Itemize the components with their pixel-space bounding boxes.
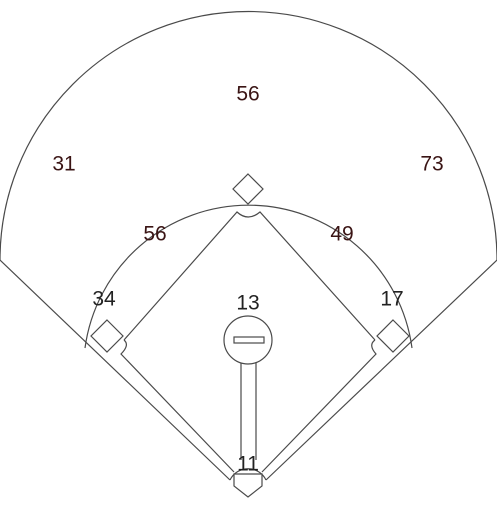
mound-to-home-path: [240, 363, 257, 460]
right-foul-line: [265, 259, 497, 481]
catcher-label: 11: [237, 453, 259, 476]
left-field-label: 31: [52, 153, 75, 176]
home-plate-circle: [229, 468, 267, 481]
second-base-label: 49: [330, 223, 353, 246]
second-base: [232, 173, 264, 205]
pitchers-rubber: [233, 336, 265, 344]
baseline-home-to-third: [120, 339, 235, 473]
pitcher-label: 13: [236, 292, 259, 315]
first-base-label: 17: [380, 288, 403, 311]
home-plate: [233, 473, 263, 498]
baseline-first-to-second: [123, 211, 376, 341]
third-base-label: 34: [92, 288, 116, 311]
first-base: [376, 319, 410, 353]
center-field-label: 56: [236, 83, 259, 106]
infield-arc: [84, 204, 413, 349]
outfield-fence: [0, 10, 497, 261]
left-foul-line: [0, 259, 231, 481]
third-base: [90, 319, 124, 353]
baseline-home-to-first: [261, 339, 377, 473]
shortstop-label: 56: [143, 223, 166, 246]
right-field-label: 73: [420, 153, 443, 176]
